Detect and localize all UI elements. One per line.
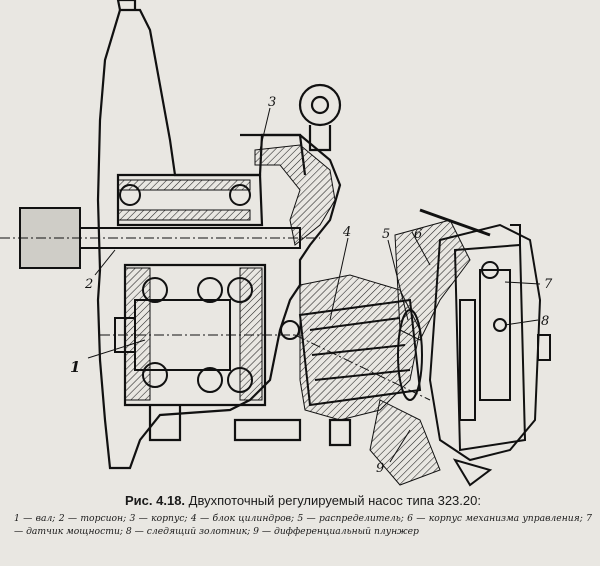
caption-figure-number: Рис. 4.18. xyxy=(125,493,186,508)
part-labels: 1 2 3 4 5 6 7 8 9 xyxy=(70,95,553,476)
label-9: 9 xyxy=(376,461,384,476)
label-4: 4 xyxy=(342,225,351,240)
leader-lines xyxy=(87,107,541,463)
caption-legend: 1 — вал; 2 — торсион; 3 — корпус; 4 — бл… xyxy=(14,513,592,537)
label-5: 5 xyxy=(382,227,390,242)
bearings xyxy=(100,184,300,393)
label-1: 1 xyxy=(70,358,80,376)
figure-caption: Рис. 4.18. Двухпоточный регулируемый нас… xyxy=(14,492,592,538)
caption-title-text: Двухпоточный регулируемый насос типа 323… xyxy=(188,493,481,508)
label-7: 7 xyxy=(544,277,553,292)
shaft xyxy=(0,207,320,269)
label-3: 3 xyxy=(268,95,276,110)
cylinder-block xyxy=(294,298,431,407)
pump-cross-section-drawing: 1 2 3 4 5 6 7 8 9 xyxy=(0,0,553,487)
hatched-sections xyxy=(117,144,471,486)
caption-title: Рис. 4.18. Двухпоточный регулируемый нас… xyxy=(14,492,592,510)
label-8: 8 xyxy=(541,314,549,329)
control-mechanism xyxy=(419,208,551,487)
label-6: 6 xyxy=(414,227,422,242)
label-2: 2 xyxy=(84,277,93,292)
